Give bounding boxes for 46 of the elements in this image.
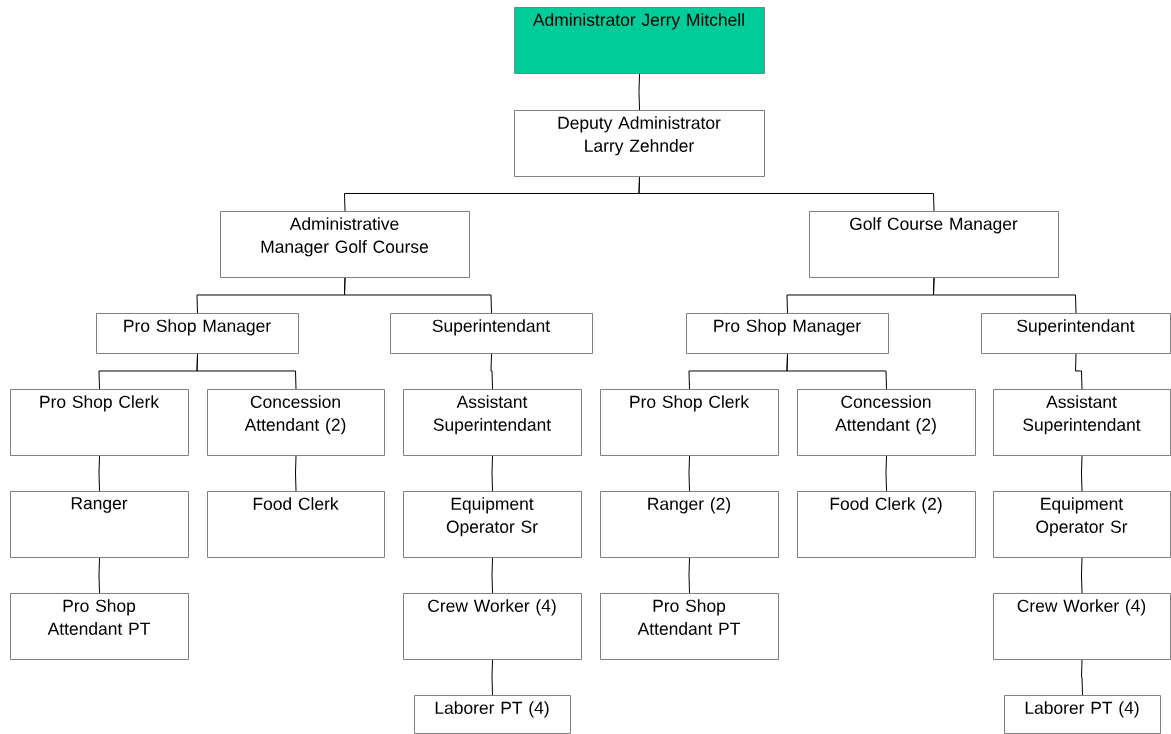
connector	[1081, 455, 1083, 492]
org-box: Concession Attendant (2)	[207, 389, 385, 456]
org-box: Pro Shop Attendant PT	[600, 593, 779, 660]
connector	[688, 557, 690, 594]
org-box: Deputy Administrator Larry Zehnder	[514, 110, 765, 177]
org-box: Pro Shop Manager	[96, 313, 299, 354]
org-box: Laborer PT (4)	[414, 695, 571, 734]
connector	[933, 277, 1077, 314]
org-box: Administrator Jerry Mitchell	[514, 7, 765, 74]
org-box: Crew Worker (4)	[993, 593, 1171, 660]
org-box: Pro Shop Clerk	[600, 389, 779, 456]
connector	[638, 176, 935, 212]
connector	[885, 455, 887, 492]
org-box: Food Clerk (2)	[797, 491, 976, 558]
connector	[638, 73, 640, 111]
org-box: Assistant Superintendant	[993, 389, 1171, 456]
org-box: Ranger	[10, 491, 189, 558]
org-box: Administrative Manager Golf Course	[220, 211, 470, 278]
connector	[786, 353, 887, 390]
connector	[491, 557, 493, 594]
org-box: Equipment Operator Sr	[403, 491, 582, 558]
connector	[688, 455, 690, 492]
org-box: Superintendant	[390, 313, 593, 354]
connector	[1081, 557, 1083, 594]
connector	[491, 455, 493, 492]
connector	[98, 455, 100, 492]
connector	[295, 455, 297, 492]
connector	[1075, 353, 1083, 390]
connector	[196, 353, 297, 390]
org-box: Pro Shop Attendant PT	[10, 593, 189, 660]
connector	[490, 353, 493, 390]
connector	[1081, 659, 1083, 696]
org-box: Crew Worker (4)	[403, 593, 582, 660]
connector	[98, 557, 100, 594]
connector	[491, 659, 493, 696]
org-box: Pro Shop Manager	[686, 313, 889, 354]
org-box: Equipment Operator Sr	[993, 491, 1171, 558]
org-box: Concession Attendant (2)	[797, 389, 976, 456]
org-box: Laborer PT (4)	[1004, 695, 1161, 734]
org-box: Golf Course Manager	[809, 211, 1059, 278]
org-box: Superintendant	[981, 313, 1171, 354]
org-box: Assistant Superintendant	[403, 389, 582, 456]
org-box: Food Clerk	[207, 491, 385, 558]
org-box: Ranger (2)	[600, 491, 779, 558]
connector	[344, 277, 492, 314]
org-box: Pro Shop Clerk	[10, 389, 189, 456]
